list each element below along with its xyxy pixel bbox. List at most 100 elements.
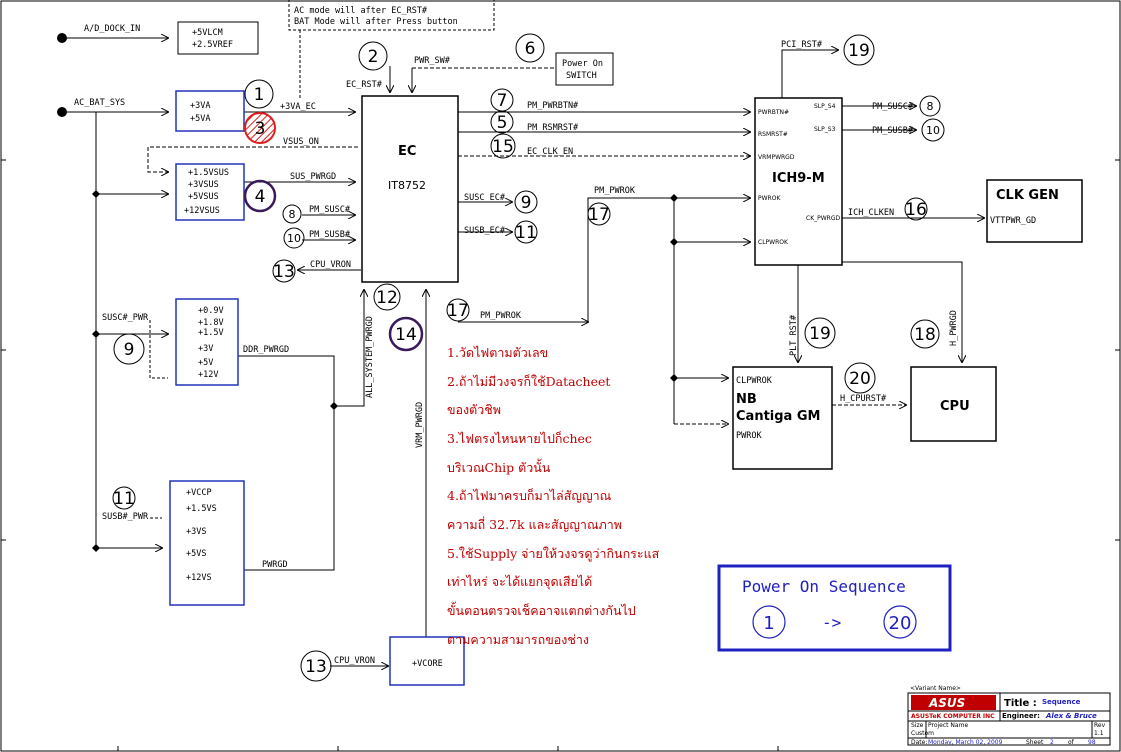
tb-sheet-label: Sheet (1026, 739, 1044, 746)
junction-dots (57, 33, 678, 552)
tb-rev-label: Rev (1094, 722, 1106, 729)
net-pm-susc: PM_SUSC# (309, 205, 351, 215)
tb-company: ASUSTeK COMPUTER INC (911, 713, 995, 720)
ddr-line5: +5V (198, 358, 213, 368)
marker-17b: 17 (588, 205, 610, 225)
clkgen-title: CLK GEN (996, 188, 1059, 203)
net-ec-clk-en: EC_CLK_EN (527, 147, 573, 157)
vsus-line4: +12VSUS (184, 206, 220, 216)
vcore-label: +VCORE (412, 659, 443, 669)
tb-logo: ASUS (928, 696, 965, 710)
vsus-line1: +1.5VSUS (188, 168, 229, 178)
marker-9b: 9 (124, 340, 135, 360)
vsus-block (175, 163, 245, 221)
poweron-line2: SWITCH (566, 71, 597, 81)
clkgen-block (986, 179, 1083, 243)
net-vrm-pwrgd: VRM_PWRGD (415, 402, 425, 448)
tb-project-label: Project Name (928, 722, 968, 729)
frame-ticks (1, 159, 1120, 751)
net-cpu-vron: CPU_VRON (310, 260, 351, 270)
marker-19a: 19 (848, 41, 870, 61)
ddr-line1: +0.9V (198, 306, 224, 316)
marker-2: 2 (368, 47, 379, 67)
marker-7: 7 (497, 91, 508, 111)
nb-pin-pwrok: PWROK (736, 431, 762, 441)
net-ec-rst: EC_RST# (346, 80, 383, 90)
va-line2: +5VA (190, 114, 210, 124)
ich-title: ICH9-M (772, 171, 825, 186)
va-block (175, 90, 245, 132)
tb-of-label: of (1068, 739, 1075, 746)
note-3: ของตัวชิพ (447, 402, 501, 417)
ich-pin-ck-pwrgd: CK_PWRGD (806, 215, 840, 222)
marker-11a: 11 (515, 223, 537, 243)
ich-pin-vrmpwrgd: VRMPWRGD (758, 154, 795, 161)
net-susb-ec: SUSB_EC# (464, 226, 506, 236)
net-pwr-sw: PWR_SW# (414, 56, 451, 66)
marker-10b: 10 (926, 124, 940, 137)
tb-engineer-value: Alex & Bruce (1045, 712, 1097, 720)
tb-size-label: Size (911, 722, 924, 729)
marker-15: 15 (492, 137, 514, 157)
net-pm-susb-out: PM_SUSB# (872, 126, 914, 136)
ich-block (754, 97, 843, 266)
ddr-line3: +1.5V (198, 328, 224, 338)
note-2: 2.ถ้าไม่มีวงจรก็ใช้Datacheet (447, 374, 610, 389)
sequence-box (717, 564, 952, 652)
sequence-start: 1 (763, 613, 774, 634)
vs-block (169, 480, 245, 606)
ich-pin-rsmrst: RSMRST# (758, 131, 788, 138)
notice-line1: AC mode will after EC_RST# (294, 6, 428, 16)
sequence-arrow: -> (822, 613, 841, 632)
tb-size-value: Custom (911, 730, 934, 737)
net-susc-ec: SUSC_EC# (464, 193, 506, 203)
net-3va-ec: +3VA_EC (280, 102, 316, 112)
marker-8a: 8 (289, 208, 296, 221)
net-pwrgd: PWRGD (262, 560, 288, 570)
poweron-switch-block (555, 52, 614, 86)
net-h-cpurst: H_CPURST# (840, 394, 887, 404)
net-sus-pwrgd: SUS_PWRGD (290, 172, 336, 182)
ddr-line6: +12V (198, 370, 218, 380)
tb-rev-value: 1.1 (1094, 730, 1104, 737)
net-pm-rsmrst: PM_RSMRST# (527, 123, 579, 133)
note-10: ขั้นตอนตรวจเช็คอาจแตกต่างกันไป (447, 601, 636, 618)
marker-1: 1 (254, 85, 265, 105)
vlcm-block (177, 21, 259, 55)
ddr-line4: +3V (198, 344, 213, 354)
note-1: 1.วัดไฟตามตัวเลข (447, 345, 548, 360)
clkgen-pin: VTTPWR_GD (990, 216, 1036, 226)
marker-20: 20 (849, 369, 871, 389)
marker-3: 3 (255, 119, 266, 139)
sequence-start-ring (752, 605, 786, 639)
vlcm-line1: +5VLCM (192, 28, 223, 38)
vs-line1: +VCCP (186, 488, 212, 498)
tb-title-value: Sequence (1042, 698, 1081, 706)
ec-title: EC (398, 144, 416, 159)
net-pm-susb: PM_SUSB# (309, 230, 351, 240)
marker-10a: 10 (287, 232, 301, 245)
ich-pin-slp-s3: SLP_S3 (814, 126, 836, 133)
vs-line2: +1.5VS (186, 504, 217, 514)
ich-pin-slp-s4: SLP_S4 (814, 103, 836, 110)
ich-pin-pwrbtn: PWRBTN# (758, 109, 789, 116)
marker-13a: 13 (273, 262, 295, 282)
net-h-pwrgd: H_PWRGD (949, 310, 959, 346)
marker-17a: 17 (447, 301, 469, 321)
vcore-block (389, 636, 465, 686)
note-4: 3.ไฟตรงไหนหายไปก็chec (447, 431, 592, 446)
vsus-line2: +3VSUS (188, 180, 219, 190)
ec-block (361, 95, 459, 283)
marker-9a: 9 (521, 193, 532, 213)
tb-variant: <Variant Name> (910, 685, 961, 692)
title-block: <Variant Name> ASUS ASUSTeK COMPUTER INC… (907, 685, 1111, 746)
net-pm-pwrok: PM_PWROK (594, 186, 636, 196)
notice-line2: BAT Mode will after Press button (294, 17, 458, 27)
marker-8b: 8 (927, 100, 934, 113)
vs-line4: +5VS (186, 549, 206, 559)
nb-title1: NB (736, 392, 757, 407)
va-line1: +3VA (190, 101, 210, 111)
step-markers (112, 33, 945, 682)
nb-title2: Cantiga GM (736, 409, 820, 424)
net-pm-pwrbtn: PM_PWRBTN# (527, 101, 579, 111)
